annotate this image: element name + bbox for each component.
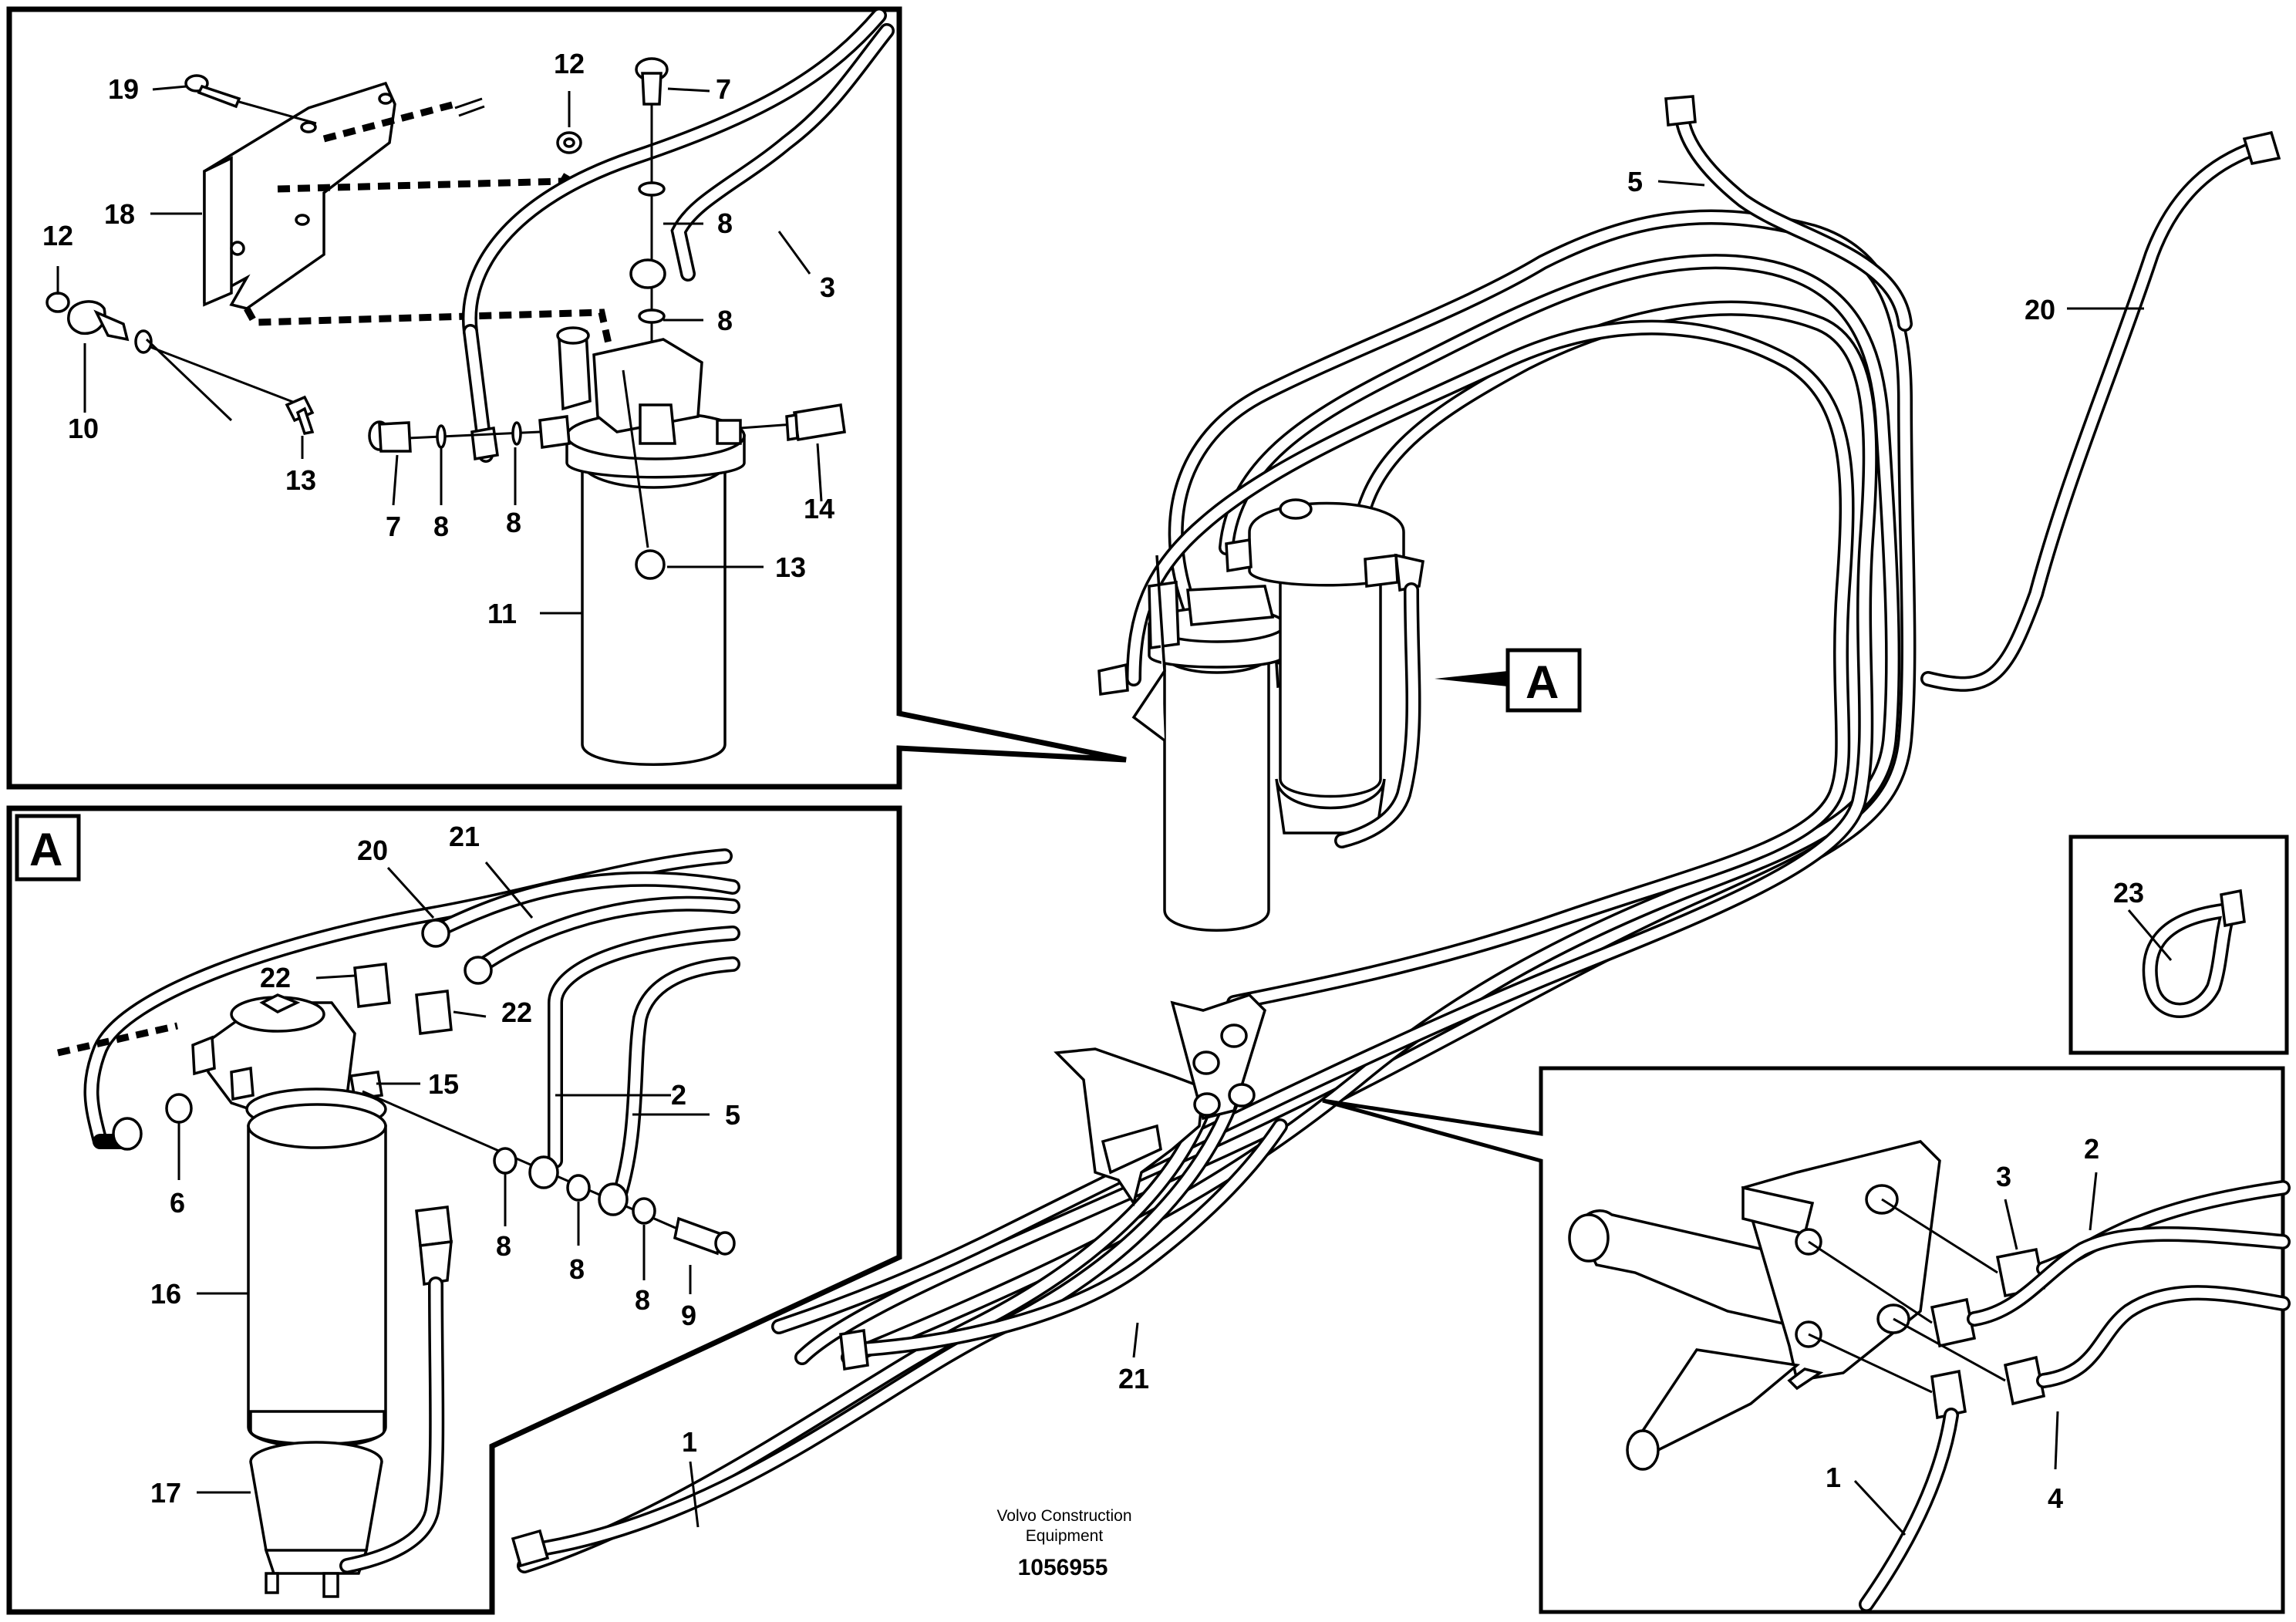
detail-a-label: A (29, 824, 62, 875)
callout-8-left-a: 8 (433, 511, 449, 542)
main-filter-11 (1097, 555, 1306, 932)
callout-22-right: 22 (501, 996, 532, 1028)
callout-13-filter: 13 (775, 551, 806, 583)
washer-12-top (556, 131, 582, 154)
clip-22 (353, 963, 453, 1035)
fittings-detail (1808, 1180, 2291, 1612)
caption-company: Volvo Construction (996, 1507, 1131, 1525)
view-a-marker (1435, 648, 1582, 713)
mounting-bracket (1054, 993, 1266, 1207)
bolt-19 (184, 74, 317, 125)
callout-5-a: 5 (725, 1099, 740, 1131)
callout-3: 3 (820, 271, 835, 303)
callout-23: 23 (2113, 877, 2144, 909)
callout-3-detail: 3 (1996, 1161, 2011, 1192)
drawing-number: 1056955 (1018, 1555, 1108, 1580)
callout-10: 10 (68, 413, 99, 444)
sensor-14 (740, 403, 846, 442)
sensor-cable (339, 1206, 453, 1573)
callout-16: 16 (150, 1278, 181, 1310)
callout-20-main: 20 (2025, 294, 2055, 325)
fitting-6 (112, 1093, 193, 1151)
callout-19: 19 (108, 73, 139, 105)
fuel-filter-11 (538, 326, 746, 766)
callout-4: 4 (2048, 1482, 2063, 1514)
callout-1-main: 1 (682, 1426, 697, 1458)
callout-22-left: 22 (260, 962, 291, 993)
callout-2-detail: 2 (2084, 1133, 2099, 1165)
view-a-marker-label: A (1526, 656, 1559, 708)
callout-7-left: 7 (386, 511, 401, 542)
filter-element-16 (245, 1088, 387, 1448)
washers-8-bolt-9 (362, 1090, 736, 1256)
callout-18: 18 (104, 198, 135, 230)
caption-equipment: Equipment (1026, 1527, 1104, 1545)
bolt-13-filter (622, 369, 666, 580)
callout-8-a3: 8 (635, 1284, 650, 1316)
callout-7-top: 7 (716, 73, 731, 105)
callout-8-a1: 8 (496, 1230, 511, 1262)
callout-2-a: 2 (671, 1079, 686, 1111)
callout-8-left-b: 8 (506, 507, 521, 538)
callout-13-left: 13 (285, 464, 316, 496)
callout-9: 9 (681, 1300, 696, 1331)
callout-6: 6 (170, 1187, 185, 1219)
water-bowl-17 (249, 1441, 383, 1598)
callout-20-a: 20 (357, 835, 388, 866)
hose-bundle (517, 100, 2267, 1573)
main-filter-a (1225, 498, 1424, 848)
callout-14: 14 (804, 493, 834, 524)
callout-21-a: 21 (449, 821, 480, 852)
detail-frame-a (6, 805, 902, 1615)
callout-15: 15 (428, 1068, 459, 1100)
banjo-bolt-7-left (368, 420, 541, 453)
detail-frame-top (6, 6, 1127, 790)
bracket-detail (1568, 1140, 1941, 1471)
callout-5-main: 5 (1627, 166, 1643, 197)
detail-frame-23 (2068, 835, 2289, 1055)
callout-12-top: 12 (554, 48, 585, 79)
callout-11: 11 (487, 598, 517, 629)
callout-8-lower: 8 (717, 305, 733, 336)
callout-12-left: 12 (42, 220, 73, 251)
callout-1-detail: 1 (1826, 1462, 1841, 1493)
bracket-18 (203, 81, 396, 310)
hose-end-fittings (511, 95, 2281, 1568)
bolt-13-left (285, 395, 315, 436)
banjo-bolt-7-top (629, 57, 669, 463)
callout-21-main: 21 (1118, 1363, 1149, 1394)
callout-8-upper: 8 (717, 207, 733, 239)
callout-8-a2: 8 (569, 1253, 585, 1285)
callout-17: 17 (150, 1477, 181, 1509)
